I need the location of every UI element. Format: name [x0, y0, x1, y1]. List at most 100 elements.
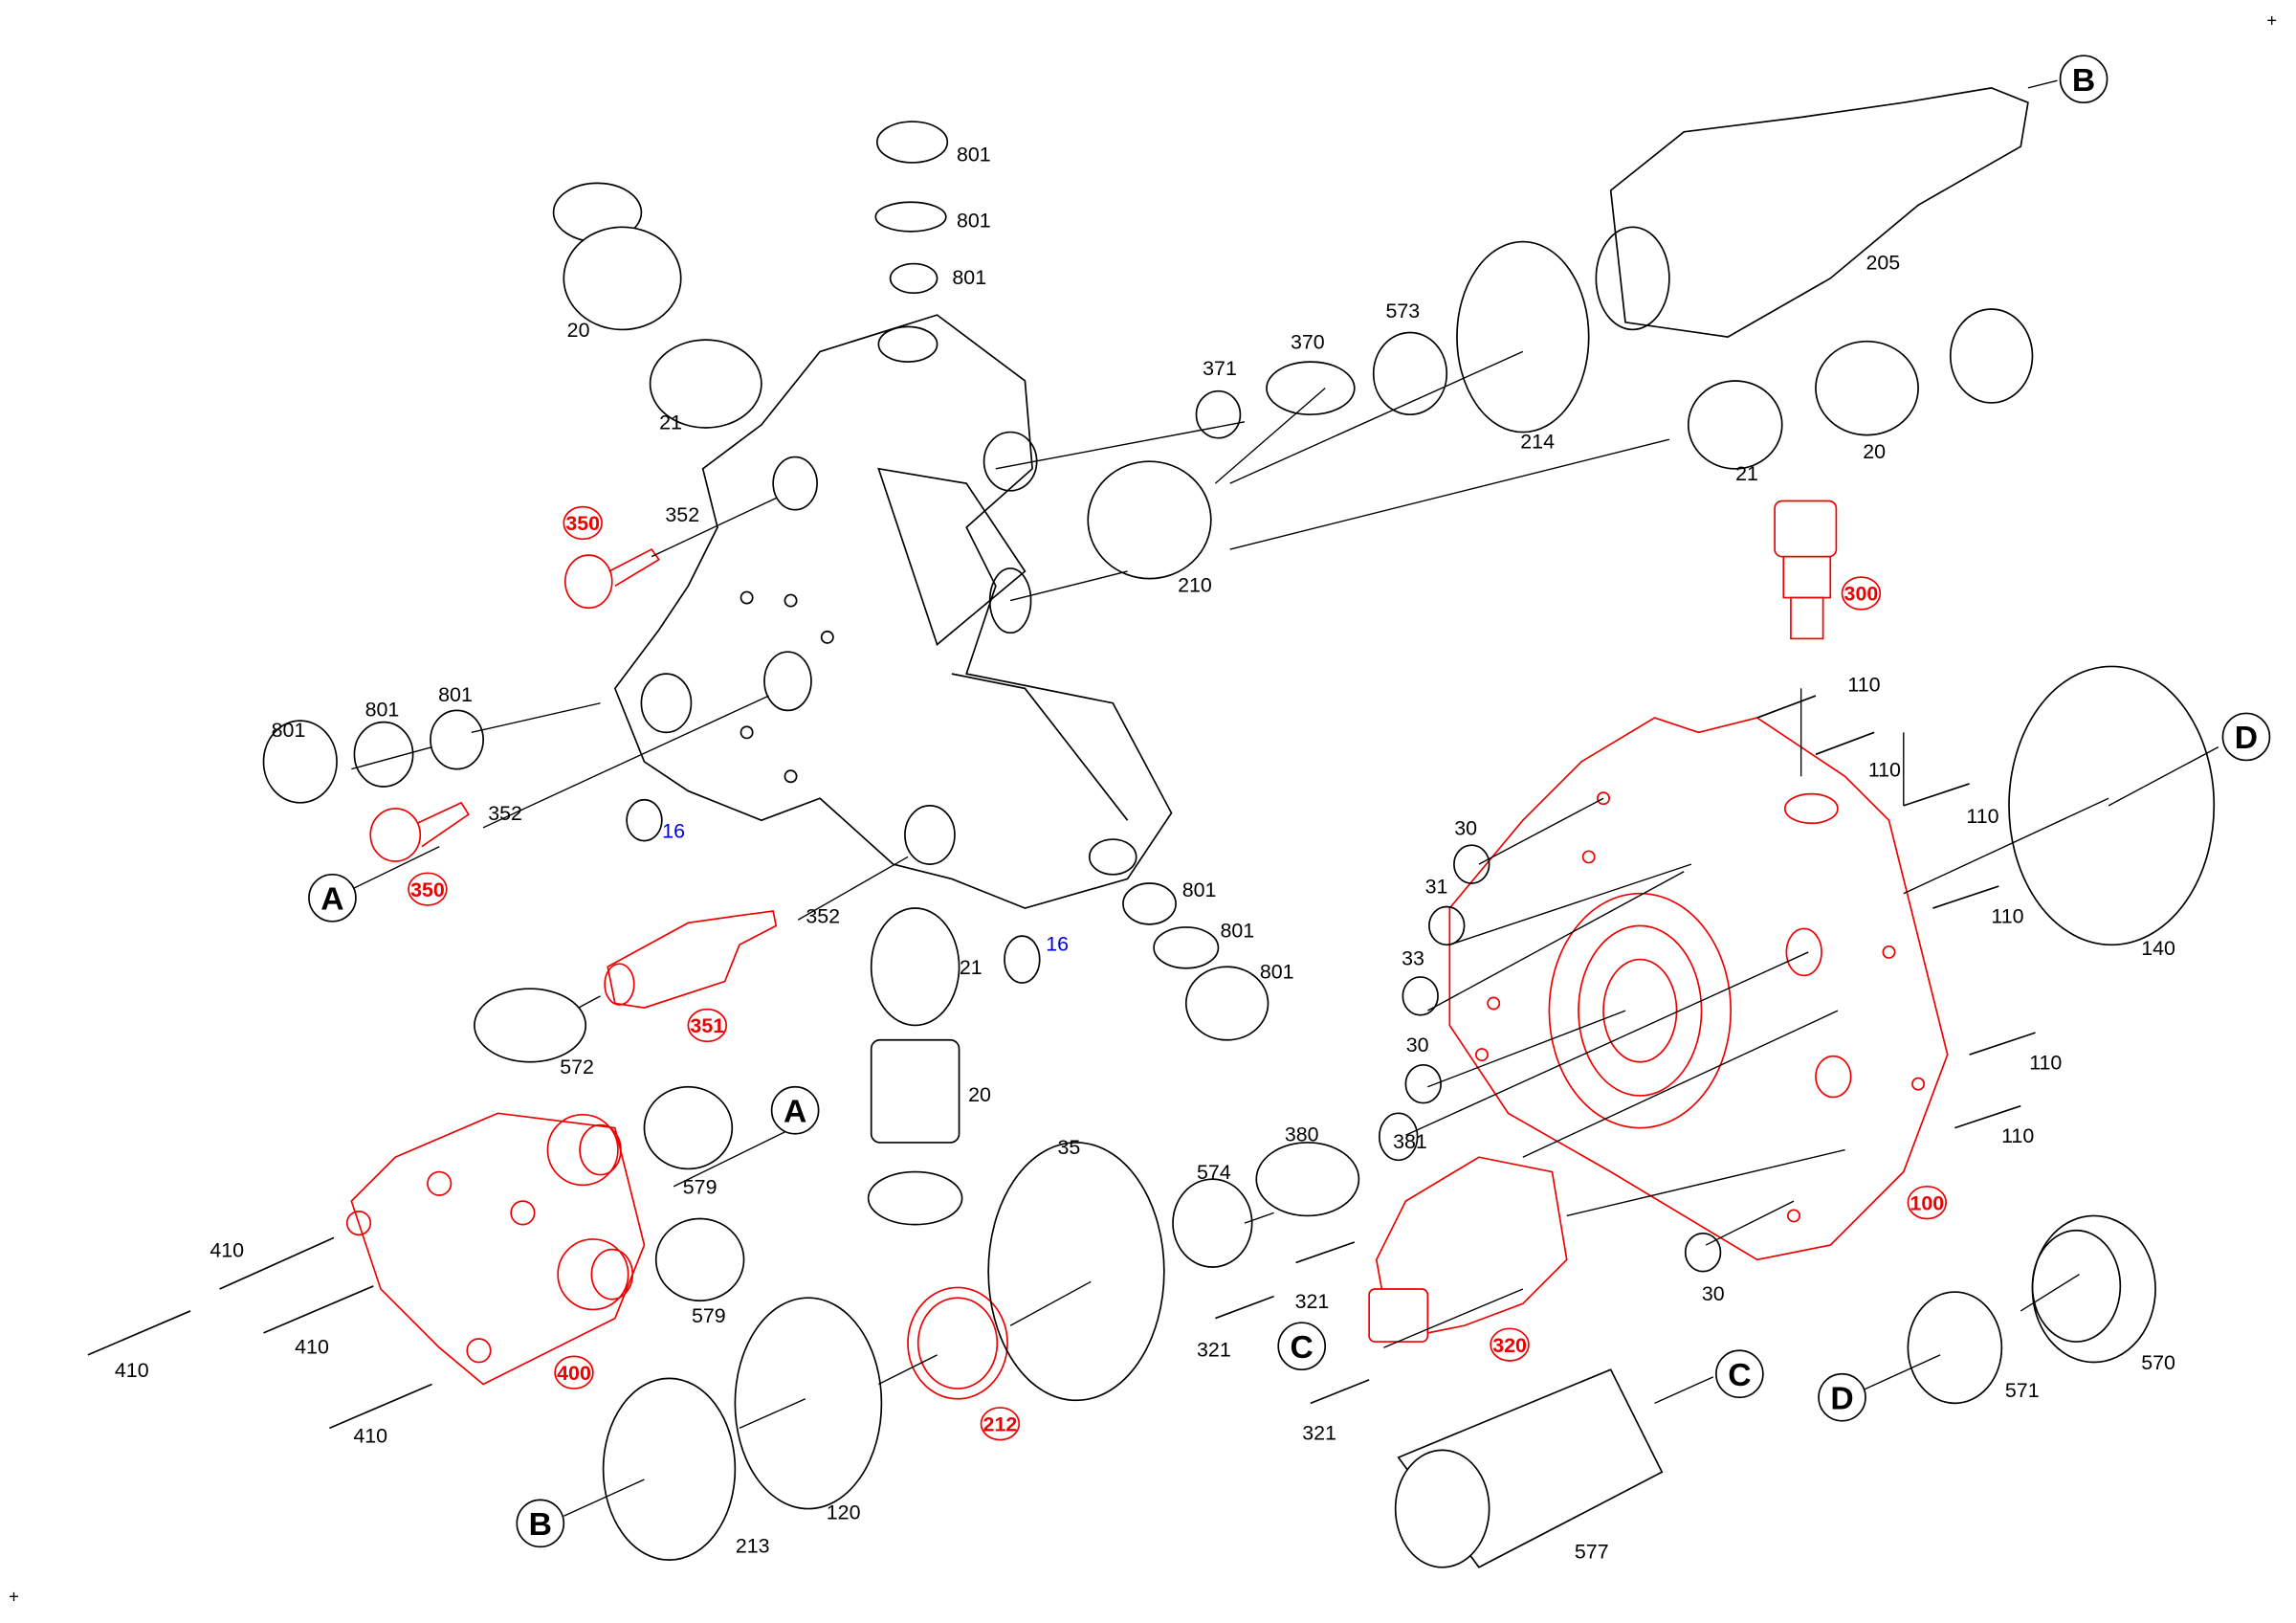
part-callout-212: 212: [983, 1412, 1018, 1435]
part-callout-20: 20: [1863, 440, 1886, 463]
part-callout-801: 801: [952, 266, 986, 289]
part-callout-801: 801: [1182, 878, 1217, 901]
part-callout-321: 321: [1302, 1422, 1336, 1445]
reference-circle: [2059, 55, 2108, 104]
part-callout-33: 33: [1402, 947, 1424, 970]
part-callout-21: 21: [1735, 462, 1758, 485]
part-callout-577: 577: [1575, 1541, 1609, 1564]
part-callout-801: 801: [957, 209, 991, 232]
part-callout-400: 400: [557, 1362, 591, 1385]
plug-350-upper: [563, 547, 660, 610]
part-callout-120: 120: [827, 1501, 861, 1523]
callout-circle: [1490, 1327, 1530, 1362]
callout-circle: [980, 1407, 1021, 1441]
reference-marker-C: C: [1728, 1358, 1751, 1393]
pump-housing: [613, 314, 1173, 909]
part-callout-20: 20: [567, 319, 590, 342]
part-callout-371: 371: [1203, 357, 1237, 380]
part-callout-16: 16: [1046, 932, 1069, 955]
reference-circle: [1715, 1349, 1764, 1399]
part-callout-321: 321: [1295, 1290, 1330, 1313]
screws: [87, 695, 2036, 1430]
part-callout-110: 110: [1868, 758, 1901, 781]
part-callout-35: 35: [1057, 1136, 1080, 1159]
part-callout-350: 350: [565, 512, 600, 535]
part-callout-21: 21: [960, 956, 982, 979]
reference-marker-D: D: [1830, 1381, 1853, 1416]
part-callout-30: 30: [1406, 1034, 1429, 1056]
part-callout-110: 110: [1847, 673, 1880, 696]
part-callout-410: 410: [353, 1425, 387, 1448]
callout-circle: [554, 1355, 594, 1390]
reference-circle: [1818, 1372, 1866, 1422]
callout-circle: [1907, 1185, 1948, 1220]
part-callout-572: 572: [560, 1056, 594, 1078]
part-callout-381: 381: [1393, 1130, 1427, 1153]
pump-head-100: [1448, 717, 1949, 1261]
leader-lines: [333, 79, 2219, 1517]
callout-circle: [563, 505, 603, 541]
part-callout-21: 21: [659, 411, 682, 434]
part-callout-320: 320: [1492, 1334, 1527, 1357]
part-callout-100: 100: [1910, 1191, 1944, 1214]
part-callout-370: 370: [1291, 330, 1325, 353]
part-callout-300: 300: [1844, 583, 1879, 606]
part-callout-352: 352: [665, 503, 699, 526]
corner-mark-top-right: +: [2266, 11, 2277, 31]
reference-circle: [1277, 1322, 1327, 1371]
callout-circle: [687, 1008, 728, 1043]
part-callout-801: 801: [272, 719, 306, 742]
reference-marker-D: D: [2235, 721, 2258, 756]
part-callout-30: 30: [1454, 816, 1477, 839]
part-callout-16: 16: [662, 820, 685, 843]
reference-circle: [308, 873, 357, 923]
pressure-sensor-205: [1595, 87, 2029, 338]
part-callout-214: 214: [1520, 430, 1555, 453]
part-callout-110: 110: [2001, 1124, 2034, 1147]
reference-circle: [2221, 712, 2271, 762]
reference-marker-A: A: [784, 1094, 806, 1129]
part-callout-205: 205: [1866, 252, 1901, 275]
part-callout-570: 570: [2141, 1351, 2175, 1374]
reference-marker-A: A: [320, 882, 343, 918]
part-callout-350: 350: [410, 878, 445, 901]
part-callout-410: 410: [295, 1335, 329, 1358]
part-callout-210: 210: [1178, 573, 1212, 596]
callout-circle: [1841, 576, 1882, 611]
part-callout-573: 573: [1385, 300, 1420, 322]
part-callout-801: 801: [1260, 960, 1294, 983]
part-callout-801: 801: [1221, 920, 1255, 943]
part-callout-30: 30: [1702, 1282, 1725, 1305]
part-callout-351: 351: [690, 1014, 724, 1037]
part-callout-579: 579: [692, 1304, 726, 1327]
part-callout-31: 31: [1425, 876, 1448, 899]
pressure-valve-300: [1774, 500, 1838, 640]
reference-circle: [770, 1085, 820, 1135]
reference-markers: A A B B C C D D: [308, 55, 2271, 1548]
seal-212: [907, 1286, 1008, 1400]
callout-circle: [408, 872, 448, 906]
black-rings: [262, 121, 2216, 1568]
part-callout-410: 410: [115, 1359, 149, 1382]
part-callout-20: 20: [968, 1083, 991, 1106]
part-callout-574: 574: [1197, 1161, 1231, 1184]
metering-unit-320: [1368, 1156, 1568, 1343]
reference-marker-C: C: [1291, 1330, 1314, 1366]
valve-351: [604, 910, 778, 1009]
part-callout-380: 380: [1285, 1123, 1319, 1145]
part-callout-352: 352: [488, 802, 522, 825]
part-callout-410: 410: [210, 1238, 244, 1261]
part-callout-579: 579: [683, 1175, 718, 1198]
part-callout-110: 110: [1991, 904, 2023, 927]
reference-circle: [516, 1499, 565, 1548]
part-callout-213: 213: [736, 1534, 770, 1557]
part-callout-801: 801: [957, 143, 991, 166]
part-callout-140: 140: [2141, 937, 2175, 960]
part-callout-801: 801: [365, 699, 400, 722]
part-callout-110: 110: [1966, 805, 1998, 828]
reference-marker-B: B: [529, 1507, 552, 1543]
part-callout-571: 571: [2005, 1379, 2040, 1402]
reference-marker-B: B: [2072, 63, 2095, 99]
